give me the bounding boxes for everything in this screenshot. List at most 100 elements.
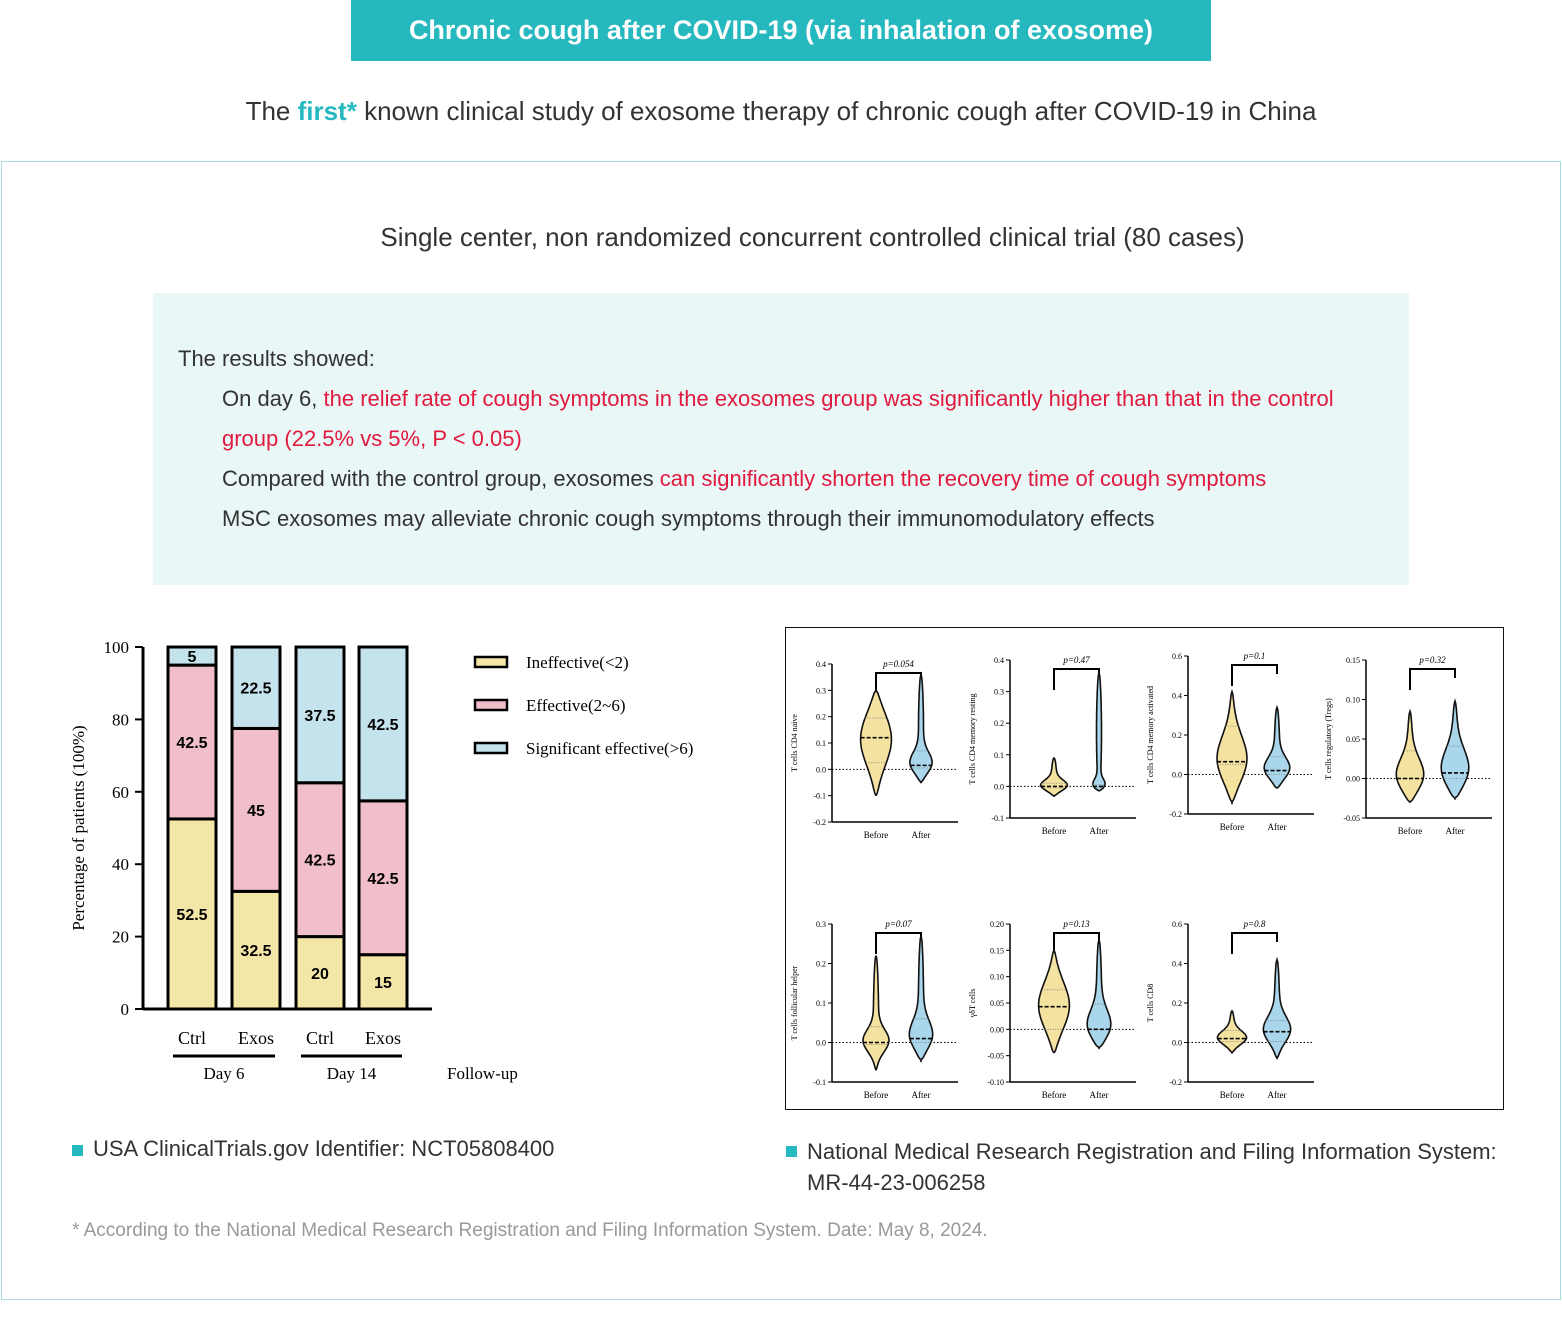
legend-label: Ineffective(<2) xyxy=(526,653,629,672)
bar-segment xyxy=(357,953,409,1011)
y-tick-label: 0.20 xyxy=(990,920,1004,929)
data-label: 37.5 xyxy=(304,708,335,725)
data-label: 32.5 xyxy=(240,943,271,960)
violin-plot: -0.10.00.10.20.3T cells follicular helpe… xyxy=(790,919,958,1100)
x-tick-label: After xyxy=(1268,1090,1287,1100)
y-axis-label: γδT cells xyxy=(968,989,977,1019)
bar-segment xyxy=(166,645,218,667)
data-label: 42.5 xyxy=(176,735,207,752)
significance-bracket xyxy=(875,932,922,954)
subtitle-pre: The xyxy=(245,96,298,126)
legend-swatch xyxy=(473,698,509,712)
y-tick-label: 100 xyxy=(104,638,130,657)
y-tick-label: 0.2 xyxy=(1172,999,1182,1008)
x-tick-label: Exos xyxy=(365,1028,401,1048)
y-tick-label: -0.1 xyxy=(813,792,826,801)
result-1-text: On day 6, xyxy=(222,386,324,411)
x-tick-label: Before xyxy=(1220,822,1245,832)
data-label: 42.5 xyxy=(367,717,398,734)
legend-swatch xyxy=(473,741,509,755)
results-heading: The results showed: xyxy=(178,346,375,371)
y-tick-label: 80 xyxy=(112,710,129,729)
legend-label: Significant effective(>6) xyxy=(526,739,693,758)
x-tick-label: Before xyxy=(1042,1090,1067,1100)
significance-bracket xyxy=(1231,664,1278,686)
significance-bracket xyxy=(875,672,922,694)
result-3: MSC exosomes may alleviate chronic cough… xyxy=(222,506,1155,531)
y-tick-label: 0.4 xyxy=(1172,960,1182,969)
y-tick-label: -0.1 xyxy=(991,814,1004,823)
x-tick-label: After xyxy=(912,1090,931,1100)
y-tick-label: 0.15 xyxy=(990,946,1004,955)
data-label: 22.5 xyxy=(240,681,271,698)
y-tick-label: -0.1 xyxy=(813,1078,826,1087)
violin-shape xyxy=(1216,688,1248,805)
y-axis-label: T cells CD8 xyxy=(1146,984,1155,1023)
p-value: p=0.07 xyxy=(884,919,912,929)
subtitle-post: known clinical study of exosome therapy … xyxy=(356,96,1317,126)
result-2-text: Compared with the control group, exosome… xyxy=(222,466,660,491)
violin-shape xyxy=(859,688,893,797)
y-tick-label: 0.2 xyxy=(816,713,826,722)
y-tick-label: 0.0 xyxy=(816,1039,826,1048)
data-label: 52.5 xyxy=(176,907,207,924)
y-tick-label: 0.10 xyxy=(1346,696,1360,705)
x-tick-label: Before xyxy=(1398,826,1423,836)
significance-bracket xyxy=(1053,668,1100,690)
y-tick-label: 0.15 xyxy=(1346,656,1360,665)
violin-shape xyxy=(1216,1009,1248,1055)
y-tick-label: -0.05 xyxy=(987,1052,1004,1061)
y-tick-label: 0.0 xyxy=(816,765,826,774)
legend-label: Effective(2~6) xyxy=(526,696,626,715)
violin-shape xyxy=(1092,672,1106,792)
bar-segment xyxy=(294,781,346,939)
x-tick-label: Ctrl xyxy=(178,1028,206,1048)
y-tick-label: 0.2 xyxy=(994,719,1004,728)
violin-shape xyxy=(909,671,933,784)
title-banner: Chronic cough after COVID-19 (via inhala… xyxy=(351,0,1211,61)
y-tick-label: 0.6 xyxy=(1172,652,1182,661)
y-axis-label: T cells regulatory (Tregs) xyxy=(1324,698,1333,780)
y-tick-label: -0.2 xyxy=(1169,810,1182,819)
result-1: On day 6, the relief rate of cough sympt… xyxy=(178,379,1385,459)
data-label: 5 xyxy=(188,649,197,666)
x-tick-label: After xyxy=(1268,822,1287,832)
x-tick-label: After xyxy=(912,830,931,840)
y-tick-label: -0.10 xyxy=(987,1078,1004,1087)
y-tick-label: 0.4 xyxy=(994,656,1004,665)
y-tick-label: 0.3 xyxy=(994,688,1004,697)
violin-shape xyxy=(1039,756,1069,798)
bar-segment xyxy=(294,645,346,785)
violin-shape xyxy=(908,935,934,1063)
violin-plot: -0.20.00.20.40.6T cells CD4 memory activ… xyxy=(1146,651,1314,832)
registration-usa-text: USA ClinicalTrials.gov Identifier: NCT05… xyxy=(93,1136,555,1161)
significance-bracket xyxy=(1231,932,1278,954)
y-tick-label: 0 xyxy=(121,1000,130,1019)
p-value: p=0.054 xyxy=(882,659,914,669)
x-tick-label: Before xyxy=(864,830,889,840)
y-tick-label: 0.4 xyxy=(1172,692,1182,701)
data-label: 45 xyxy=(247,803,265,820)
p-value: p=0.8 xyxy=(1243,919,1266,929)
y-tick-label: 0.05 xyxy=(1346,735,1360,744)
p-value: p=0.47 xyxy=(1062,655,1090,665)
y-tick-label: 0.0 xyxy=(1172,771,1182,780)
bar-segment xyxy=(166,817,218,1011)
results-box: The results showed: On day 6, the relief… xyxy=(153,293,1409,585)
x-tick-label: After xyxy=(1446,826,1465,836)
x-tick-label: Before xyxy=(864,1090,889,1100)
y-tick-label: -0.2 xyxy=(813,818,826,827)
group-label: Day 6 xyxy=(203,1064,244,1083)
y-tick-label: -0.2 xyxy=(1169,1078,1182,1087)
y-tick-label: 0.3 xyxy=(816,920,826,929)
data-label: 42.5 xyxy=(367,871,398,888)
violin-shape xyxy=(862,955,890,1071)
y-tick-label: 0.05 xyxy=(990,999,1004,1008)
y-tick-label: 0.6 xyxy=(1172,920,1182,929)
result-2-highlight: can significantly shorten the recovery t… xyxy=(659,466,1267,491)
bullet-square-icon xyxy=(786,1146,797,1157)
y-axis-label: T cells CD4 memory activated xyxy=(1146,686,1155,784)
p-value: p=0.32 xyxy=(1418,655,1446,665)
